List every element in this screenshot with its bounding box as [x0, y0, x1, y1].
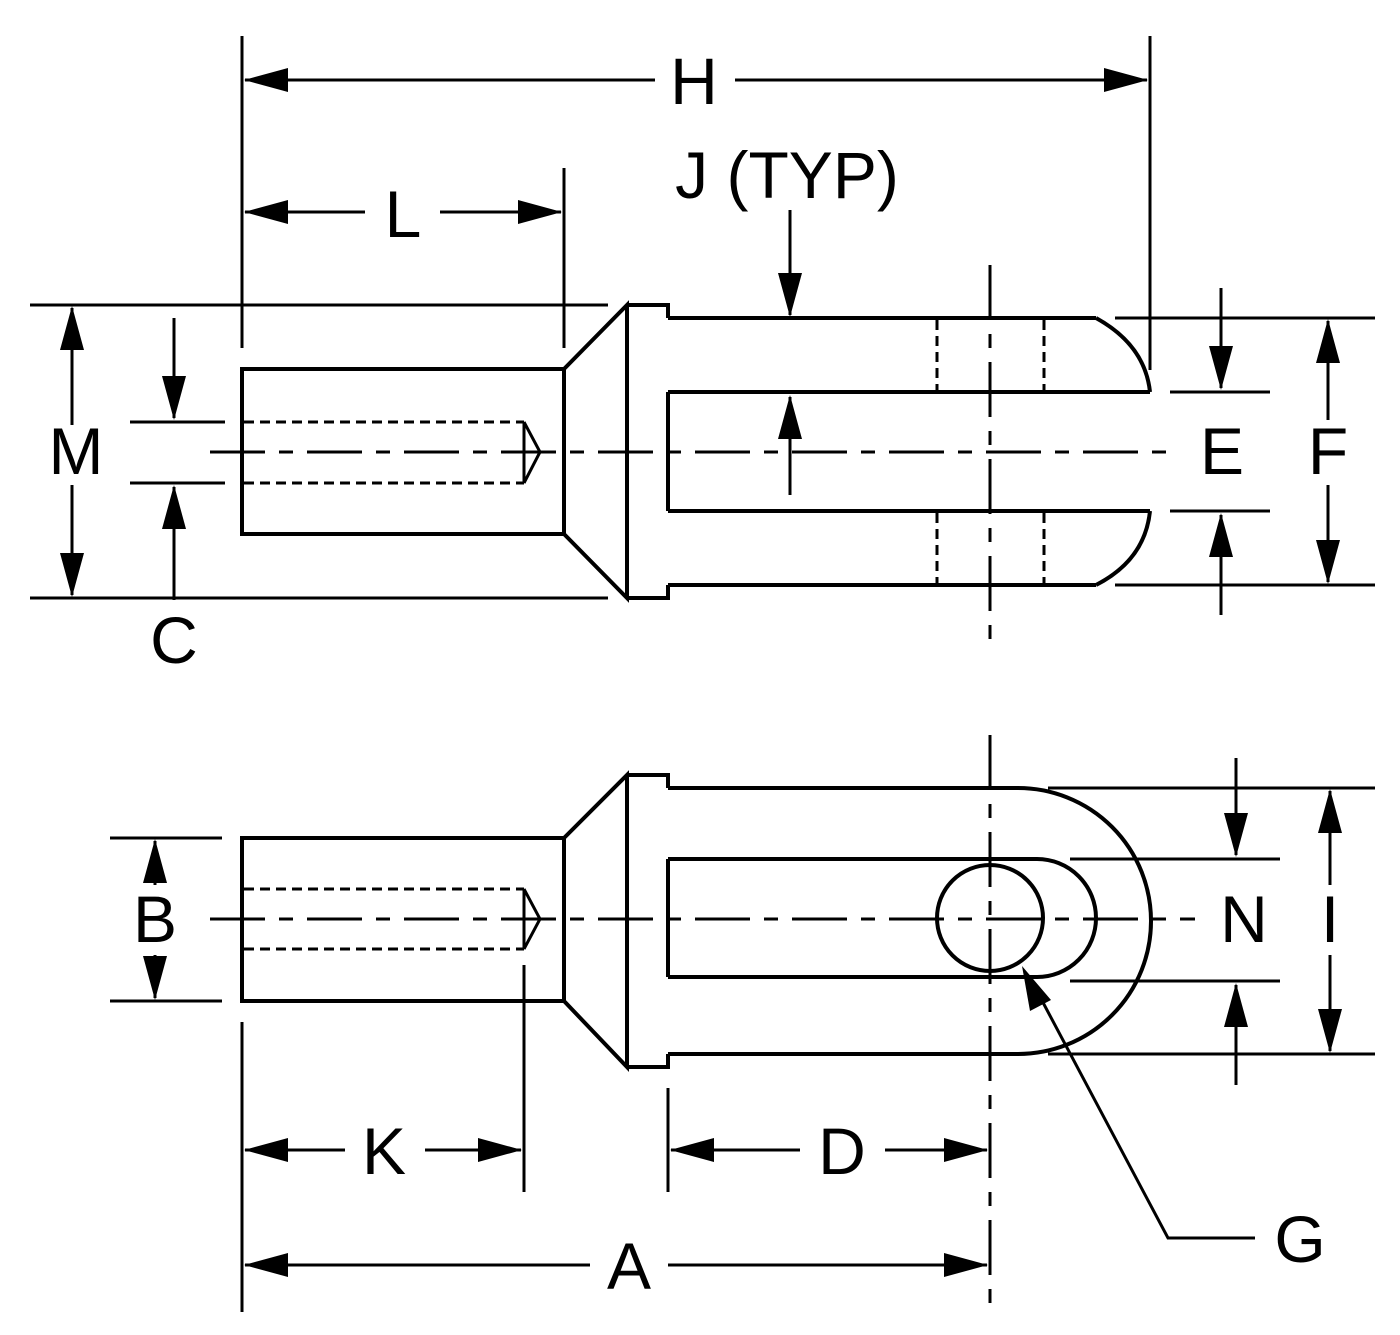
- dim-D: D: [670, 1114, 988, 1188]
- bottom-collar-top: [627, 773, 670, 788]
- dim-L: L: [244, 177, 562, 251]
- label-I: I: [1321, 882, 1339, 956]
- dim-B: B: [133, 839, 177, 1000]
- top-fork-lower-round: [1095, 510, 1152, 587]
- dim-E: E: [1200, 288, 1244, 615]
- label-L: L: [385, 177, 422, 251]
- label-J: J (TYP): [675, 138, 899, 212]
- dim-A: A: [244, 1229, 988, 1303]
- label-A: A: [607, 1229, 651, 1303]
- dim-C: C: [150, 318, 198, 677]
- dim-H: H: [244, 44, 1148, 118]
- label-N: N: [1220, 882, 1268, 956]
- label-D: D: [818, 1114, 866, 1188]
- label-K: K: [362, 1114, 406, 1188]
- dim-J: J (TYP): [675, 138, 899, 495]
- label-H: H: [670, 44, 718, 118]
- dim-M: M: [49, 306, 104, 597]
- label-E: E: [1200, 414, 1244, 488]
- label-M: M: [49, 414, 104, 488]
- top-fork-upper-round: [1095, 316, 1152, 393]
- label-F: F: [1308, 414, 1348, 488]
- dim-K: K: [244, 1114, 522, 1188]
- bottom-fork-round-end: [1017, 786, 1153, 1056]
- dim-F: F: [1308, 319, 1348, 584]
- bottom-chamfer: [562, 770, 629, 1072]
- bottom-view: B N I K: [110, 735, 1375, 1312]
- dim-I: I: [1318, 789, 1342, 1053]
- label-C: C: [150, 603, 198, 677]
- top-collar-top: [627, 303, 670, 318]
- bottom-collar-bottom: [627, 1054, 670, 1069]
- label-G: G: [1274, 1202, 1325, 1276]
- label-B: B: [133, 882, 177, 956]
- top-collar-bottom: [627, 585, 670, 600]
- dim-N: N: [1220, 758, 1268, 1085]
- top-view: H L J (TYP) M: [30, 36, 1375, 677]
- dim-G: G: [1022, 966, 1326, 1276]
